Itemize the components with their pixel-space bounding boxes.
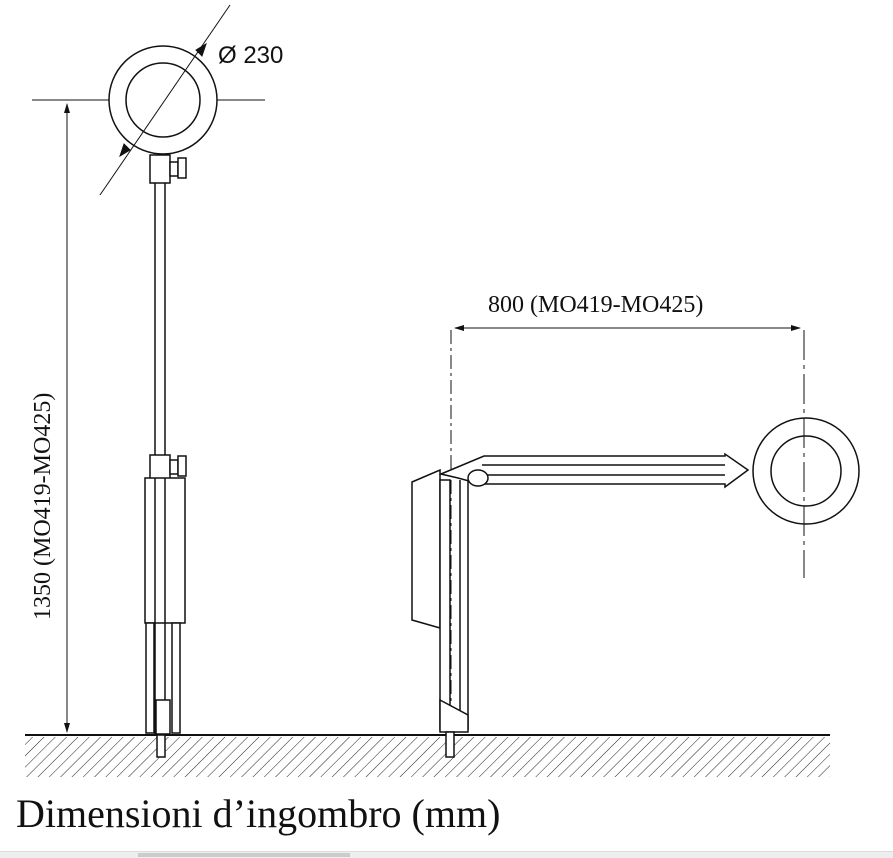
vertical-dimension-label: 1350 (MO419-MO425) [30, 393, 56, 620]
diameter-dimension [99, 4, 231, 196]
diameter-label: Ø 230 [218, 42, 283, 69]
caption: Dimensioni d’ingombro (mm) [16, 791, 501, 836]
scrollbar-thumb[interactable] [138, 853, 350, 857]
horizontal-dimension-label: 800 (MO419-MO425) [488, 292, 703, 318]
horizontal-lamp [411, 330, 860, 758]
horizontal-scrollbar[interactable] [0, 851, 893, 858]
ground [25, 734, 830, 777]
vertical-lamp [108, 45, 218, 758]
